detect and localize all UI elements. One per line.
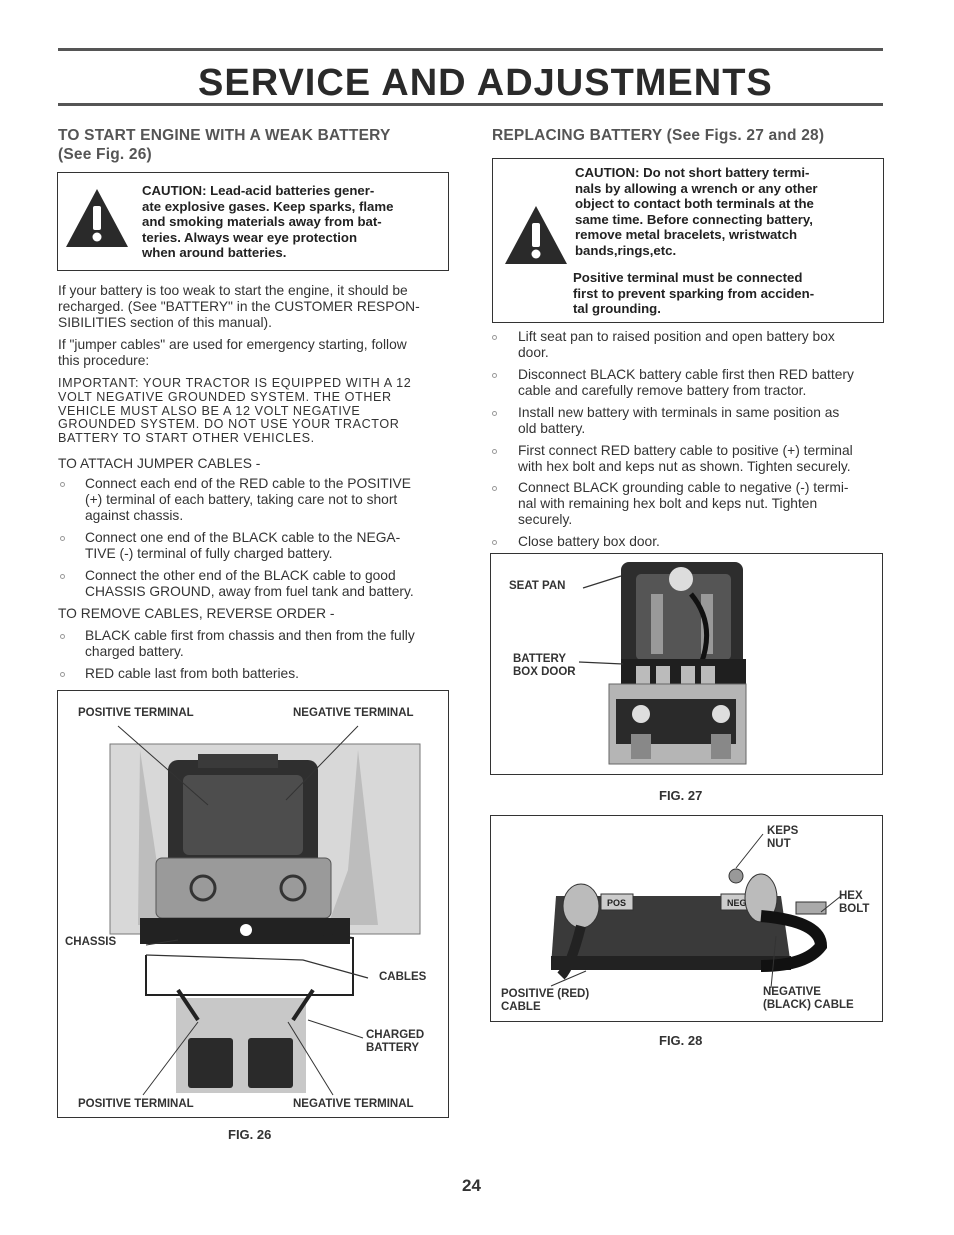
label-negative-terminal-bottom: NEGATIVE TERMINAL [293, 1098, 414, 1110]
warning-triangle-icon [505, 206, 567, 264]
bullet [60, 672, 65, 677]
list-item: BLACK cable first from chassis and then … [85, 628, 415, 659]
label-chassis: CHASSIS [65, 936, 117, 948]
bullet [492, 486, 497, 491]
bullet [492, 335, 497, 340]
bullet [60, 634, 65, 639]
list-item: First connect RED battery cable to posit… [518, 443, 853, 474]
paragraph-jumper-cables: If "jumper cables" are used for emergenc… [58, 337, 407, 368]
title-rule-top [58, 48, 883, 51]
page-title: SERVICE AND ADJUSTMENTS [198, 62, 773, 104]
caution-text-left: CAUTION: Lead-acid batteries gener- ate … [142, 183, 394, 260]
label-cables: CABLES [379, 971, 427, 983]
caution-box-left [57, 172, 449, 271]
list-item: Install new battery with terminals in sa… [518, 405, 840, 436]
list-item: Close battery box door. [518, 534, 660, 549]
list-item: RED cable last from both batteries. [85, 666, 299, 681]
label-battery-box-door: BATTERY BOX DOOR [513, 653, 576, 678]
bullet [492, 411, 497, 416]
left-heading: TO START ENGINE WITH A WEAK BATTERY (See… [58, 127, 391, 163]
label-positive-red-cable: POSITIVE (RED) CABLE [501, 988, 590, 1013]
title-rule-bottom [58, 103, 883, 106]
figure-27-illustration [578, 562, 747, 765]
bullet [60, 536, 65, 541]
bullet [492, 373, 497, 378]
label-keps-nut: KEPS NUT [767, 825, 799, 850]
figure-26-illustration [109, 725, 421, 1096]
right-heading: REPLACING BATTERY (See Figs. 27 and 28) [492, 127, 825, 144]
figure-27-frame [490, 553, 883, 775]
list-item: Lift seat pan to raised position and ope… [518, 329, 835, 360]
caution-box-right [492, 158, 884, 323]
label-hex-bolt: HEX BOLT [839, 890, 870, 915]
important-notice: IMPORTANT: YOUR TRACTOR IS EQUIPPED WITH… [58, 376, 412, 446]
caution-text-right-2: Positive terminal must be connected firs… [573, 270, 815, 316]
attach-heading: TO ATTACH JUMPER CABLES - [58, 456, 261, 471]
page-number: 24 [462, 1176, 481, 1195]
battery-neg-mark: NEG [727, 898, 747, 908]
label-negative-black-cable: NEGATIVE (BLACK) CABLE [763, 986, 854, 1011]
list-item: Disconnect BLACK battery cable first the… [518, 367, 854, 398]
remove-heading: TO REMOVE CABLES, REVERSE ORDER - [58, 606, 335, 621]
figure-28-caption: FIG. 28 [659, 1033, 703, 1048]
list-item: Connect one end of the BLACK cable to th… [85, 530, 401, 561]
figure-28-frame [490, 815, 883, 1022]
bullet [492, 540, 497, 545]
battery-pos-mark: POS [607, 898, 627, 908]
label-positive-terminal-bottom: POSITIVE TERMINAL [78, 1098, 194, 1110]
list-item: Connect each end of the RED cable to the… [85, 476, 411, 523]
paragraph-weak-battery: If your battery is too weak to start the… [58, 283, 420, 330]
label-seat-pan: SEAT PAN [509, 580, 566, 592]
label-positive-terminal-top: POSITIVE TERMINAL [78, 707, 194, 719]
list-item: Connect BLACK grounding cable to negativ… [518, 480, 849, 527]
figure-26-caption: FIG. 26 [228, 1127, 272, 1142]
figure-28-illustration [550, 833, 842, 989]
figure-26-frame [57, 690, 449, 1118]
label-negative-terminal-top: NEGATIVE TERMINAL [293, 707, 414, 719]
bullet [492, 449, 497, 454]
figure-27-caption: FIG. 27 [659, 788, 703, 803]
caution-text-right: CAUTION: Do not short battery termi- nal… [575, 165, 818, 258]
bullet [60, 482, 65, 487]
label-charged-battery: CHARGED BATTERY [366, 1029, 425, 1054]
warning-triangle-icon [66, 189, 128, 247]
bullet [60, 574, 65, 579]
list-item: Connect the other end of the BLACK cable… [85, 568, 414, 599]
